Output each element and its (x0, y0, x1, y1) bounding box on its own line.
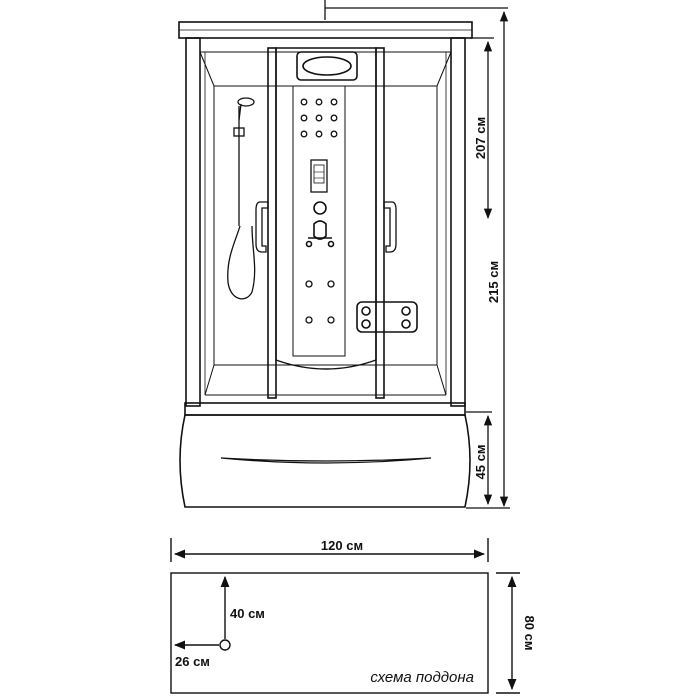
total-height-label: 215 см (486, 261, 501, 303)
massage-jets-lower (305, 280, 335, 324)
right-door-rail (375, 47, 385, 399)
tray-highlight (220, 457, 432, 464)
width-label: 120 см (321, 538, 363, 553)
tray-plan (170, 538, 520, 694)
tray-caption: схема поддона (370, 669, 474, 686)
inner-height-label: 207 см (473, 117, 488, 159)
tray-rim (184, 402, 466, 416)
depth-label: 80 см (522, 616, 537, 651)
left-door-handle (255, 201, 269, 253)
drain-hole (219, 639, 231, 651)
mixer-knob (313, 201, 327, 215)
tray-body (179, 414, 471, 508)
left-door-rail (267, 47, 277, 399)
right-door-handle (383, 201, 397, 253)
massage-jets-upper (300, 98, 338, 138)
ceiling-lamp (296, 51, 358, 81)
hand-shower (227, 97, 256, 300)
tray-outline (170, 572, 489, 694)
tray-height-label: 45 см (473, 445, 488, 480)
drain-side-label: 26 см (175, 654, 210, 669)
height-dimensions (324, 0, 510, 509)
cabin-floor (204, 364, 447, 396)
central-panel (275, 47, 377, 370)
control-panel (310, 159, 328, 193)
right-frame-post (450, 37, 466, 407)
seat (356, 301, 418, 333)
mixer-tap (313, 220, 327, 240)
cabin-front-view (178, 21, 473, 508)
drain-front-label: 40 см (230, 606, 265, 621)
left-frame-post (185, 37, 201, 407)
